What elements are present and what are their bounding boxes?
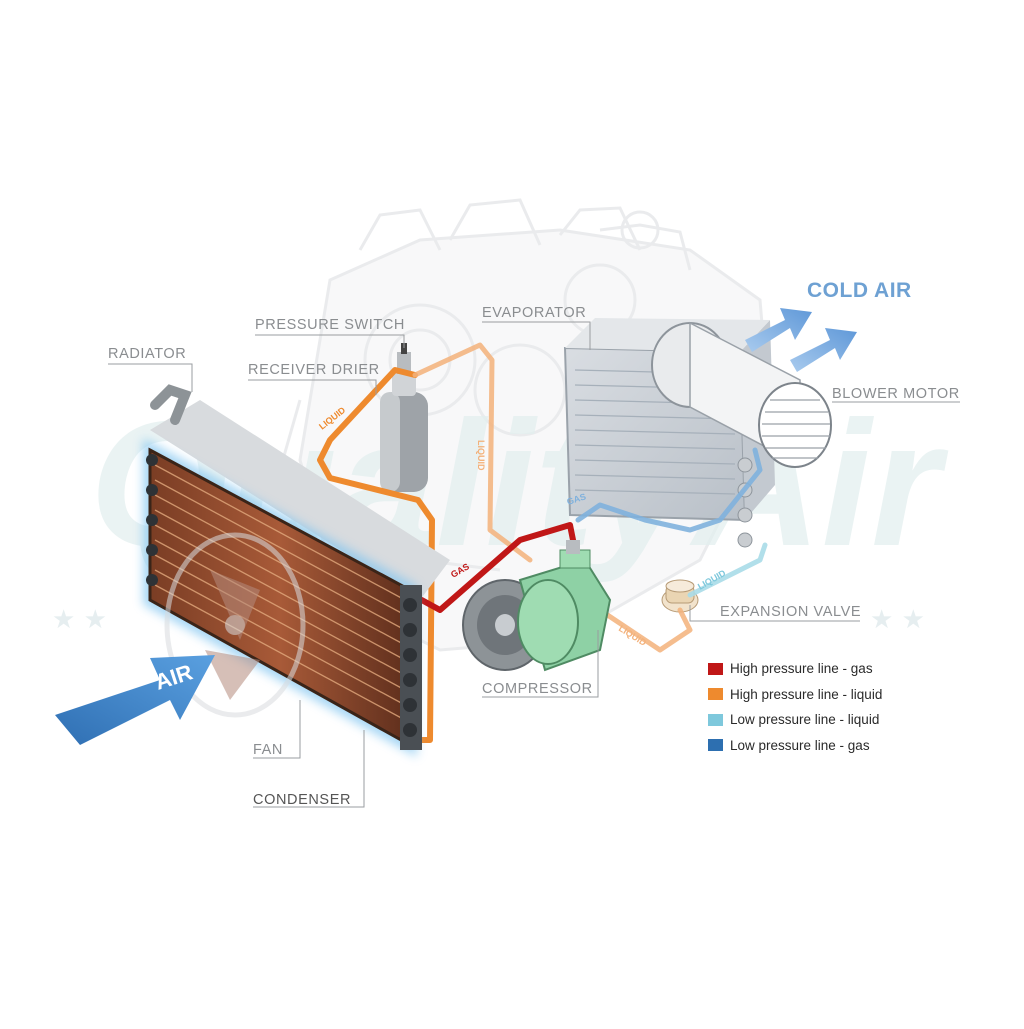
low-pressure-liquid-line <box>687 542 768 598</box>
label-pressure-switch: PRESSURE SWITCH <box>255 317 405 333</box>
legend-item: Low pressure line - liquid <box>708 707 882 733</box>
legend-item: High pressure line - gas <box>708 656 882 682</box>
legend-swatch-low-liquid <box>708 713 723 726</box>
high-pressure-gas-line <box>415 522 578 613</box>
legend-swatch-low-gas <box>708 739 723 752</box>
compressor <box>462 540 612 672</box>
refrigerant-lines <box>317 342 768 743</box>
legend-item: High pressure line - liquid <box>708 682 882 708</box>
legend-swatch-high-gas <box>708 662 723 675</box>
label-condenser: CONDENSER <box>253 792 352 808</box>
blower-motor <box>651 321 832 468</box>
label-receiver-drier: RECEIVER DRIER <box>248 362 380 378</box>
legend: High pressure line - gas High pressure l… <box>708 656 882 758</box>
air-arrow <box>55 655 215 745</box>
legend-item: Low pressure line - gas <box>708 733 882 759</box>
high-pressure-liquid-line <box>317 367 435 743</box>
tag-liquid-2: LIQUID <box>476 440 486 471</box>
cold-air-label: COLD AIR <box>807 279 912 302</box>
label-blower-motor: BLOWER MOTOR <box>832 386 960 402</box>
radiator <box>150 384 450 600</box>
watermark-stars: ★ ★ ★ ★ <box>52 605 925 635</box>
label-radiator: RADIATOR <box>108 346 187 362</box>
legend-swatch-high-liquid <box>708 688 723 701</box>
legend-label: Low pressure line - liquid <box>730 712 880 728</box>
label-compressor: COMPRESSOR <box>482 681 593 697</box>
label-fan: FAN <box>253 742 283 758</box>
svg-text:★ ★: ★ ★ <box>870 605 925 635</box>
legend-label: High pressure line - gas <box>730 661 873 677</box>
leader-lines <box>108 321 960 808</box>
legend-label: High pressure line - liquid <box>730 686 883 702</box>
label-expansion-valve: EXPANSION VALVE <box>720 604 862 620</box>
tag-liquid-3: LIQUID <box>617 623 649 648</box>
cold-air-arrows <box>745 308 857 372</box>
fan <box>164 532 306 718</box>
svg-text:★ ★: ★ ★ <box>52 605 107 635</box>
legend-label: Low pressure line - gas <box>730 737 870 753</box>
low-pressure-gas-line <box>575 447 763 533</box>
label-evaporator: EVAPORATOR <box>482 305 587 321</box>
condenser <box>146 447 422 750</box>
